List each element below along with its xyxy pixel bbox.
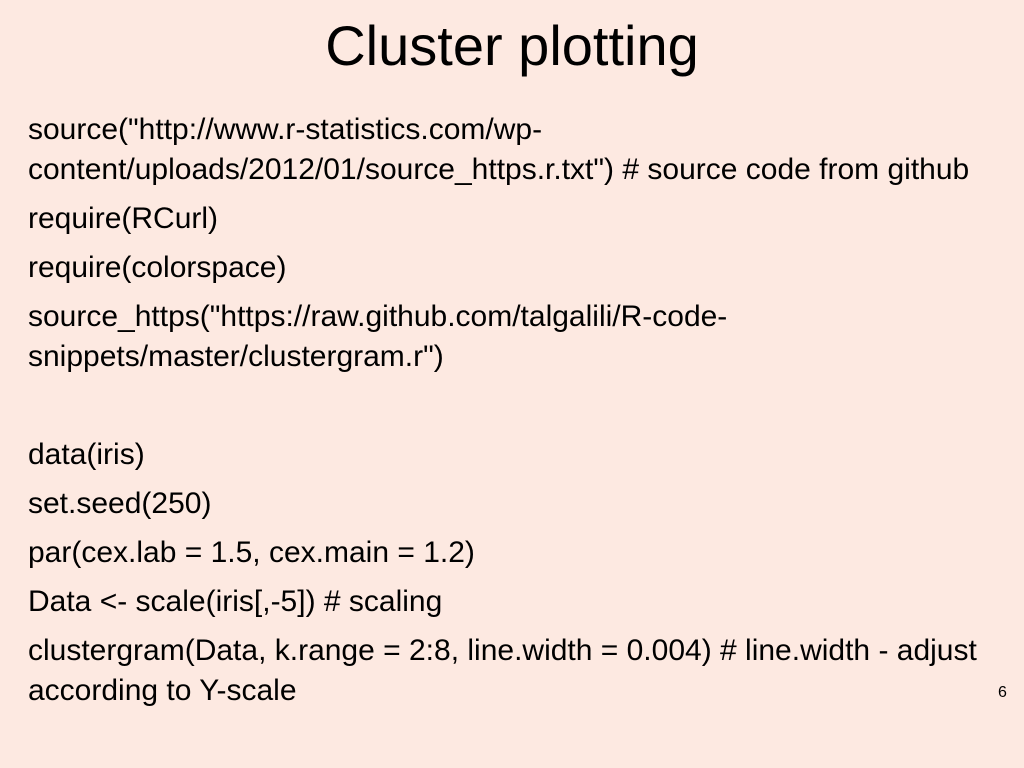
code-line-par: par(cex.lab = 1.5, cex.main = 1.2) [28,536,475,569]
code-line-set-seed: set.seed(250) [28,487,212,520]
code-body: source("http://www.r-statistics.com/wp-c… [28,110,978,720]
code-line-scale: Data <- scale(iris[,-5]) # scaling [28,585,443,618]
code-line-clustergram: clustergram(Data, k.range = 2:8, line.wi… [28,634,977,707]
blank-line [28,386,978,426]
code-line-require-rcurl: require(RCurl) [28,202,219,235]
code-line-source: source("http://www.r-statistics.com/wp-c… [28,113,970,186]
code-line-require-colorspace: require(colorspace) [28,251,287,284]
code-line-data-iris: data(iris) [28,438,145,471]
page-number: 6 [998,684,1007,701]
code-line-source-https: source_https("https://raw.github.com/tal… [28,300,728,373]
slide-title: Cluster plotting [325,14,699,77]
